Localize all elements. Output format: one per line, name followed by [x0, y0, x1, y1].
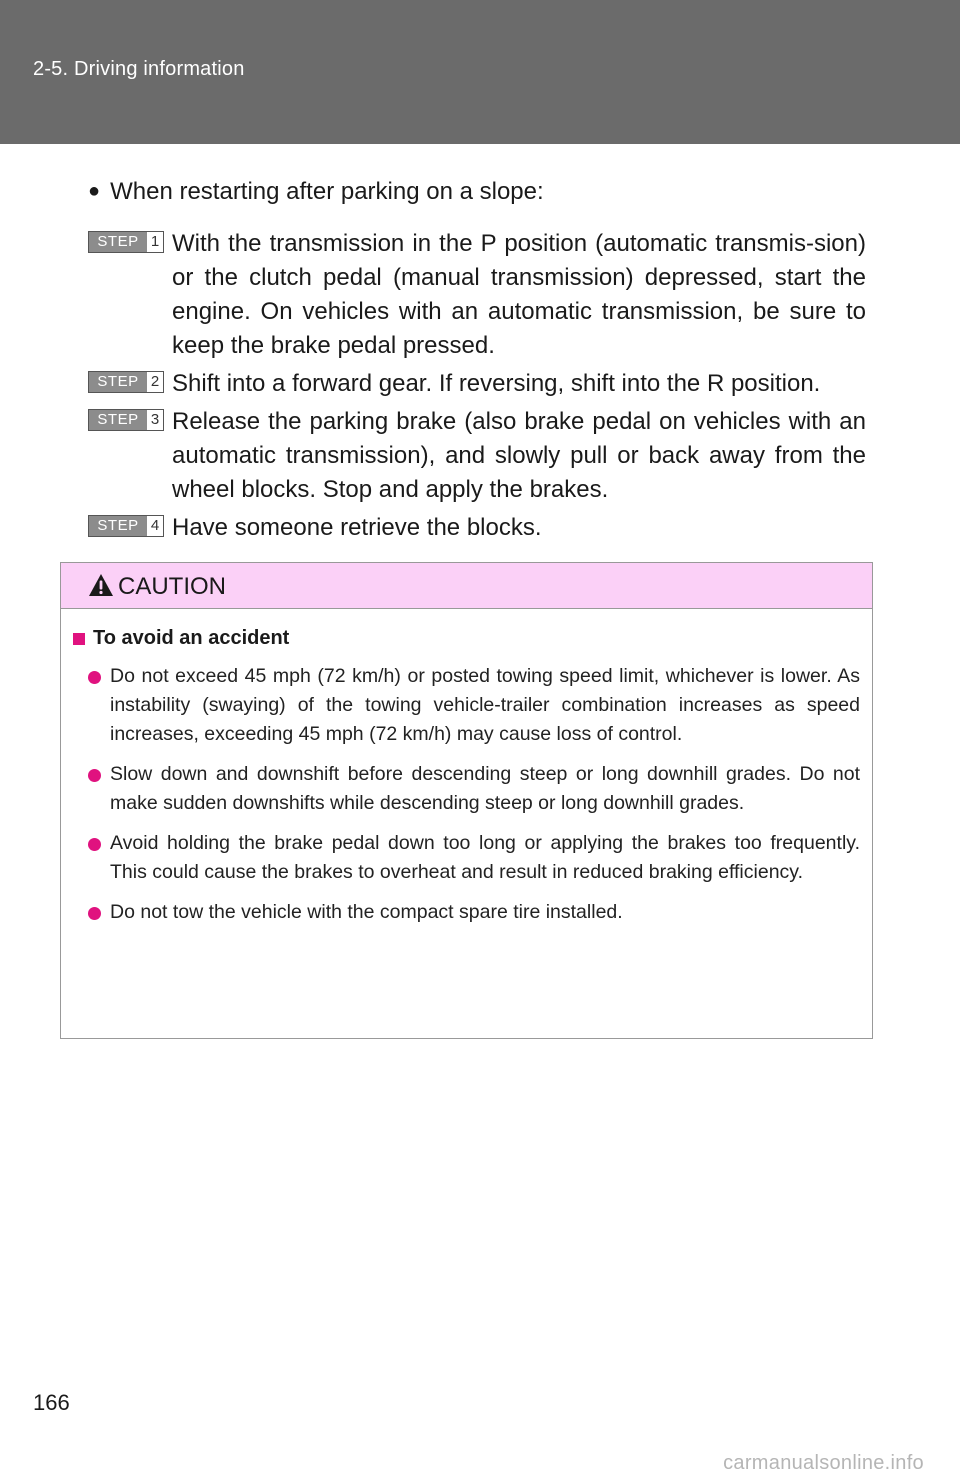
caution-header: CAUTION — [61, 563, 872, 609]
caution-item-text: Slow down and downshift before descendin… — [110, 763, 860, 814]
bullet-dot-icon — [88, 907, 101, 920]
caution-item: Do not tow the vehicle with the compact … — [73, 898, 860, 927]
step-3: STEP 3 Release the parking brake (also b… — [88, 405, 866, 507]
step-badge-label: STEP — [89, 372, 147, 392]
caution-item-text: Do not tow the vehicle with the compact … — [110, 901, 623, 923]
bullet-dot-icon — [88, 838, 101, 851]
step-badge-number: 3 — [150, 411, 160, 428]
caution-item: Slow down and downshift before descendin… — [73, 760, 860, 818]
step-badge: STEP 1 — [88, 231, 164, 253]
caution-heading: To avoid an accident — [73, 627, 860, 650]
warning-triangle-icon — [89, 574, 113, 596]
step-text: Have someone retrieve the blocks. — [172, 514, 542, 541]
header-band: 2-5. Driving information — [0, 0, 960, 144]
watermark: carmanualsonline.info — [723, 1452, 924, 1474]
caution-item-text: Do not exceed 45 mph (72 km/h) or posted… — [110, 665, 860, 745]
step-2: STEP 2 Shift into a forward gear. If rev… — [88, 367, 866, 401]
caution-item: Do not exceed 45 mph (72 km/h) or posted… — [73, 662, 860, 749]
bullet-dot-icon — [88, 769, 101, 782]
step-1: STEP 1 With the transmission in the P po… — [88, 227, 866, 363]
caution-title: CAUTION — [118, 573, 226, 600]
square-bullet-icon — [73, 633, 85, 645]
page-number: 166 — [33, 1390, 70, 1415]
step-badge-number: 4 — [150, 517, 160, 534]
step-badge-label: STEP — [89, 516, 147, 536]
caution-heading-text: To avoid an accident — [93, 627, 290, 649]
step-text: With the transmission in the P position … — [172, 230, 866, 359]
step-badge: STEP 2 — [88, 371, 164, 393]
steps-list: STEP 1 With the transmission in the P po… — [88, 227, 866, 549]
step-text: Shift into a forward gear. If reversing,… — [172, 370, 821, 397]
step-badge: STEP 4 — [88, 515, 164, 537]
step-badge-number: 1 — [150, 233, 160, 250]
step-badge-label: STEP — [89, 232, 147, 252]
caution-box: CAUTION To avoid an accident Do not exce… — [60, 562, 873, 1039]
step-badge: STEP 3 — [88, 409, 164, 431]
caution-item-text: Avoid holding the brake pedal down too l… — [110, 832, 860, 883]
section-title: 2-5. Driving information — [33, 58, 245, 80]
bullet-dot-icon — [88, 671, 101, 684]
step-4: STEP 4 Have someone retrieve the blocks. — [88, 511, 866, 545]
step-text: Release the parking brake (also brake pe… — [172, 408, 866, 503]
bullet-icon: ● — [88, 180, 101, 202]
intro-text: When restarting after parking on a slope… — [110, 178, 544, 205]
step-badge-number: 2 — [150, 373, 160, 390]
caution-body: To avoid an accident Do not exceed 45 mp… — [61, 609, 872, 927]
step-badge-label: STEP — [89, 410, 147, 430]
caution-item: Avoid holding the brake pedal down too l… — [73, 829, 860, 887]
intro-line: ● When restarting after parking on a slop… — [88, 178, 544, 206]
